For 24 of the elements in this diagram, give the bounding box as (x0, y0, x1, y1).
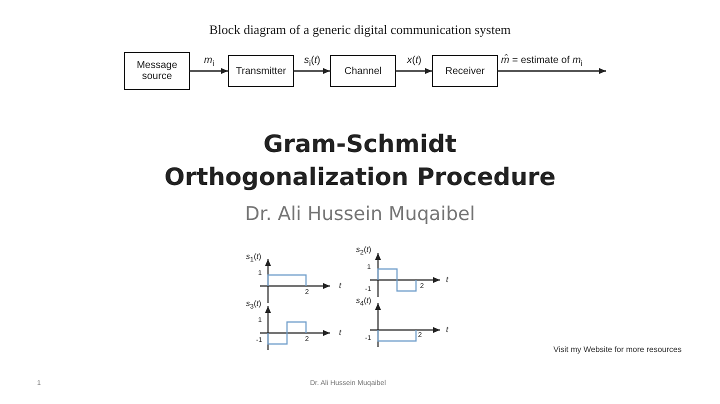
process-box: Channel (330, 55, 396, 87)
axis-label: s$_{2}$(t) (356, 245, 372, 257)
note-text: Visit my Website for more resources (552, 345, 683, 354)
process-box: Receiver (432, 55, 498, 87)
arrow (396, 68, 432, 74)
diagram-title: Block diagram of a generic digital communication system (208, 22, 512, 38)
axis-label: t (446, 275, 448, 284)
author-name: Dr. Ali Hussein Muqaibel (244, 203, 476, 225)
arrow (294, 68, 330, 74)
axis-label: t (339, 328, 342, 337)
edge-label: m$_{i}$ (203, 55, 216, 68)
arrow (190, 68, 228, 74)
process-box: Message source (124, 52, 190, 90)
arrow (498, 68, 606, 74)
axis-label: s$_{4}$(t) (356, 296, 372, 308)
axis-label: s$_{3}$(t) (246, 299, 262, 311)
slide-title: Gram-Schmidt Orthogonalization Procedure (163, 129, 557, 193)
axis-label: t (339, 281, 342, 290)
edge-label: x(t) (406, 55, 422, 66)
axis-label: t (446, 325, 448, 334)
process-box: Transmitter (228, 55, 294, 87)
axis-label: s$_{1}$(t) (246, 252, 262, 264)
edge-label: m̂ = estimate of m$_{i}$ (500, 55, 584, 68)
edge-label: s$_{i}$(t) (303, 55, 322, 68)
